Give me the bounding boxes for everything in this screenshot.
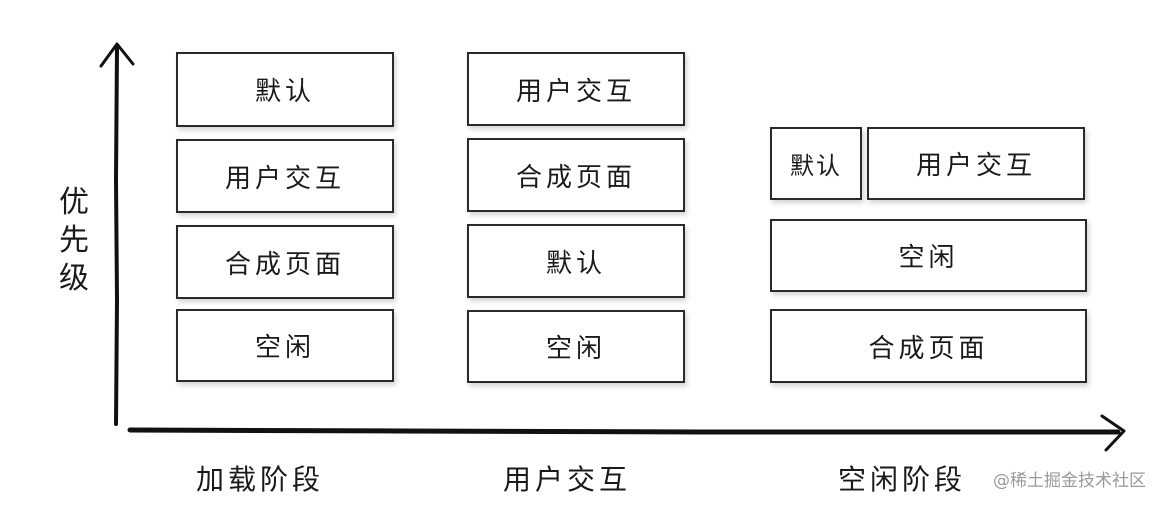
x-label-loading: 加载阶段 [196, 463, 325, 496]
y-axis-arrowhead [99, 42, 135, 68]
y-axis-label: 优 先 级 [59, 185, 89, 296]
y-axis [113, 46, 120, 426]
x-axis-arrowhead [1100, 414, 1126, 452]
x-label-idle: 空闲阶段 [838, 463, 967, 496]
col2-box-2: 合成页面 [467, 138, 685, 212]
col2-box-1: 用户交互 [467, 52, 685, 126]
col3-box-2: 空闲 [770, 219, 1087, 292]
col2-box-3: 默认 [467, 224, 685, 298]
col3-box-3: 合成页面 [770, 309, 1087, 383]
col1-box-4: 空闲 [176, 309, 394, 382]
col3-top-box-right: 用户交互 [867, 127, 1085, 200]
col1-box-3: 合成页面 [176, 225, 394, 299]
col3-top-box-left: 默认 [770, 127, 862, 200]
col1-box-2: 用户交互 [176, 139, 394, 213]
x-label-interaction: 用户交互 [503, 463, 632, 496]
col1-box-1: 默认 [176, 52, 394, 127]
x-axis [127, 427, 1121, 435]
col2-box-4: 空闲 [467, 310, 685, 383]
watermark: @稀土掘金技术社区 [993, 471, 1146, 491]
